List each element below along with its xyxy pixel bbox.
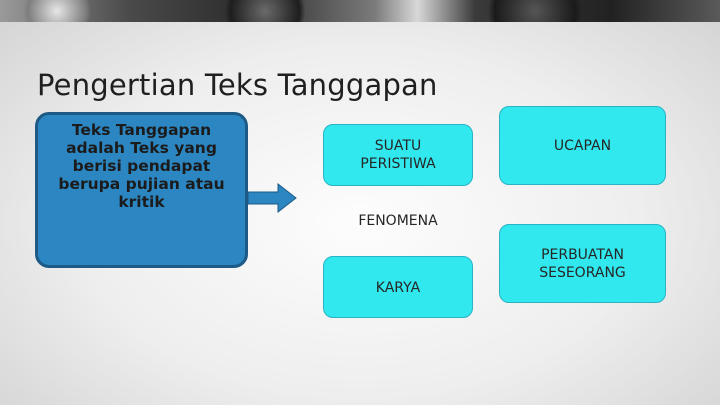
item-ucapan-label: UCAPAN	[553, 137, 612, 154]
item-karya: KARYA	[323, 256, 473, 318]
item-suatu-peristiwa-label: SUATU PERISTIWA	[360, 138, 436, 172]
item-perbuatan-seseorang: PERBUATAN SESEORANG	[499, 224, 666, 303]
item-karya-label: KARYA	[375, 280, 421, 296]
right-arrow-icon	[248, 183, 297, 213]
definition-box: Teks Tanggapan adalah Teks yang berisi p…	[35, 112, 248, 268]
item-fenomena-label: FENOMENA	[358, 213, 438, 229]
item-suatu-peristiwa: SUATU PERISTIWA	[323, 124, 473, 186]
header-banner-image	[0, 0, 720, 22]
item-fenomena: FENOMENA	[323, 204, 473, 238]
slide-title: Pengertian Teks Tanggapan	[37, 68, 438, 102]
definition-text: Teks Tanggapan adalah Teks yang berisi p…	[58, 121, 225, 211]
item-ucapan: UCAPAN	[499, 106, 666, 185]
item-perbuatan-seseorang-label: PERBUATAN SESEORANG	[539, 246, 626, 281]
banner-photo	[0, 0, 720, 22]
